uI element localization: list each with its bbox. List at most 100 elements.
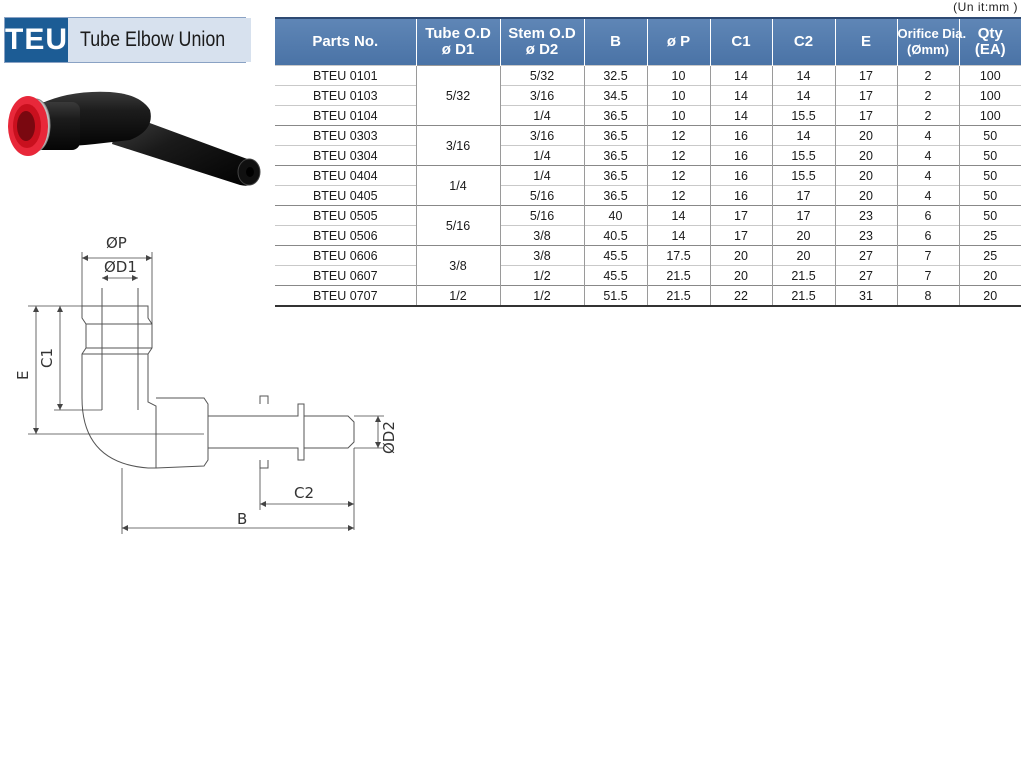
cell-c1: 22	[709, 285, 772, 306]
cell-p: 12	[646, 165, 710, 186]
cell-tube-od: 3/8	[415, 245, 500, 286]
cell-stem-od: 3/8	[499, 225, 584, 246]
cell-c1: 14	[709, 105, 772, 126]
table-row: BTEU 0707 1/2 1/2 51.5 21.5 22 21.5 31 8…	[275, 285, 1021, 306]
header-qty-line1: Qty	[977, 25, 1003, 42]
cell-c2: 14	[771, 65, 835, 86]
cell-stem-od: 1/4	[499, 145, 584, 166]
cell-p: 10	[646, 85, 710, 106]
cell-c1: 20	[709, 265, 772, 286]
cell-c1: 16	[709, 125, 772, 146]
cell-p: 12	[646, 185, 710, 206]
cell-qty: 20	[958, 285, 1021, 306]
cell-b: 45.5	[583, 245, 647, 266]
cell-e: 27	[834, 265, 897, 286]
cell-p: 10	[646, 65, 710, 86]
cell-tube-od: 5/16	[415, 205, 500, 246]
label-c2: C2	[294, 484, 314, 502]
cell-stem-od: 1/4	[499, 105, 584, 126]
header-orifice: Orifice Dia.(Ømm)	[896, 18, 967, 66]
product-photo	[8, 91, 261, 186]
table-row: BTEU 0506 3/8 40.5 14 17 20 23 6 25	[275, 225, 1021, 246]
cell-e: 20	[834, 125, 897, 146]
cell-e: 17	[834, 65, 897, 86]
table-row: BTEU 0607 1/2 45.5 21.5 20 21.5 27 7 20	[275, 265, 1021, 286]
cell-part: BTEU 0606	[275, 245, 416, 266]
cell-c1: 16	[709, 165, 772, 186]
photo-stem	[112, 112, 261, 186]
cell-b: 40	[583, 205, 647, 226]
cell-qty: 100	[958, 85, 1021, 106]
cell-p: 12	[646, 145, 710, 166]
label-c1: C1	[38, 348, 56, 368]
header-qty-line2: (EA)	[974, 41, 1006, 58]
cell-c1: 17	[709, 225, 772, 246]
product-name: Tube Elbow Union	[68, 18, 251, 62]
cell-part: BTEU 0405	[275, 185, 416, 206]
cell-orifice: 2	[896, 85, 959, 106]
cell-c2: 17	[771, 205, 835, 226]
cell-qty: 50	[958, 145, 1021, 166]
cell-e: 20	[834, 185, 897, 206]
cell-orifice: 2	[896, 65, 959, 86]
header-orifice-line1: Orifice Dia.	[897, 26, 967, 41]
cell-orifice: 8	[896, 285, 959, 306]
cell-b: 32.5	[583, 65, 647, 86]
cell-c1: 17	[709, 205, 772, 226]
label-e: E	[14, 371, 32, 380]
cell-e: 31	[834, 285, 897, 306]
header-qty: Qty(EA)	[958, 18, 1021, 66]
cell-e: 27	[834, 245, 897, 266]
dimension-drawing: ØP ØD1 C1 E ØD2 C2 B	[14, 234, 398, 534]
cell-p: 14	[646, 205, 710, 226]
cell-orifice: 6	[896, 205, 959, 226]
cell-part: BTEU 0707	[275, 285, 416, 306]
table-row: BTEU 0304 1/4 36.5 12 16 15.5 20 4 50	[275, 145, 1021, 166]
cell-e: 17	[834, 85, 897, 106]
cell-orifice: 7	[896, 265, 959, 286]
cell-e: 20	[834, 145, 897, 166]
cell-stem-od: 1/2	[499, 285, 584, 306]
cell-b: 36.5	[583, 105, 647, 126]
cell-stem-od: 1/2	[499, 265, 584, 286]
header-tube-od-line2: ø D1	[441, 41, 475, 58]
table-row: BTEU 0303 3/16 3/16 36.5 12 16 14 20 4 5…	[275, 125, 1021, 166]
cell-stem-od: 3/8	[499, 245, 584, 266]
cell-qty: 20	[958, 265, 1021, 286]
header-stem-od-line1: Stem O.D	[508, 25, 576, 42]
header-p: ø P	[646, 18, 710, 66]
cell-c1: 20	[709, 245, 772, 266]
table-row: BTEU 0101 5/32 5/32 32.5 10 14 14 17 2 1…	[275, 65, 1021, 126]
header-tube-od-line1: Tube O.D	[425, 25, 491, 42]
cell-stem-od: 5/32	[499, 65, 584, 86]
cell-part: BTEU 0104	[275, 105, 416, 126]
cell-b: 34.5	[583, 85, 647, 106]
cell-b: 51.5	[583, 285, 647, 306]
cell-orifice: 2	[896, 105, 959, 126]
cell-part: BTEU 0103	[275, 85, 416, 106]
cell-qty: 50	[958, 185, 1021, 206]
cell-c1: 16	[709, 185, 772, 206]
cell-e: 23	[834, 205, 897, 226]
table-row: BTEU 0405 5/16 36.5 12 16 17 20 4 50	[275, 185, 1021, 206]
cell-c2: 15.5	[771, 165, 835, 186]
table-row: BTEU 0505 5/16 5/16 40 14 17 17 23 6 50	[275, 205, 1021, 246]
cell-p: 10	[646, 105, 710, 126]
cell-part: BTEU 0505	[275, 205, 416, 226]
cell-tube-od: 3/16	[415, 125, 500, 166]
cell-b: 40.5	[583, 225, 647, 246]
cell-e: 17	[834, 105, 897, 126]
cell-c2: 15.5	[771, 145, 835, 166]
table-row: BTEU 0104 1/4 36.5 10 14 15.5 17 2 100	[275, 105, 1021, 126]
cell-p: 12	[646, 125, 710, 146]
cell-orifice: 7	[896, 245, 959, 266]
header-orifice-line2: (Ømm)	[907, 42, 949, 57]
cell-stem-od: 3/16	[499, 85, 584, 106]
cell-p: 17.5	[646, 245, 710, 266]
cell-part: BTEU 0303	[275, 125, 416, 146]
cell-e: 20	[834, 165, 897, 186]
cell-b: 36.5	[583, 125, 647, 146]
cell-c2: 20	[771, 245, 835, 266]
cell-qty: 50	[958, 205, 1021, 226]
